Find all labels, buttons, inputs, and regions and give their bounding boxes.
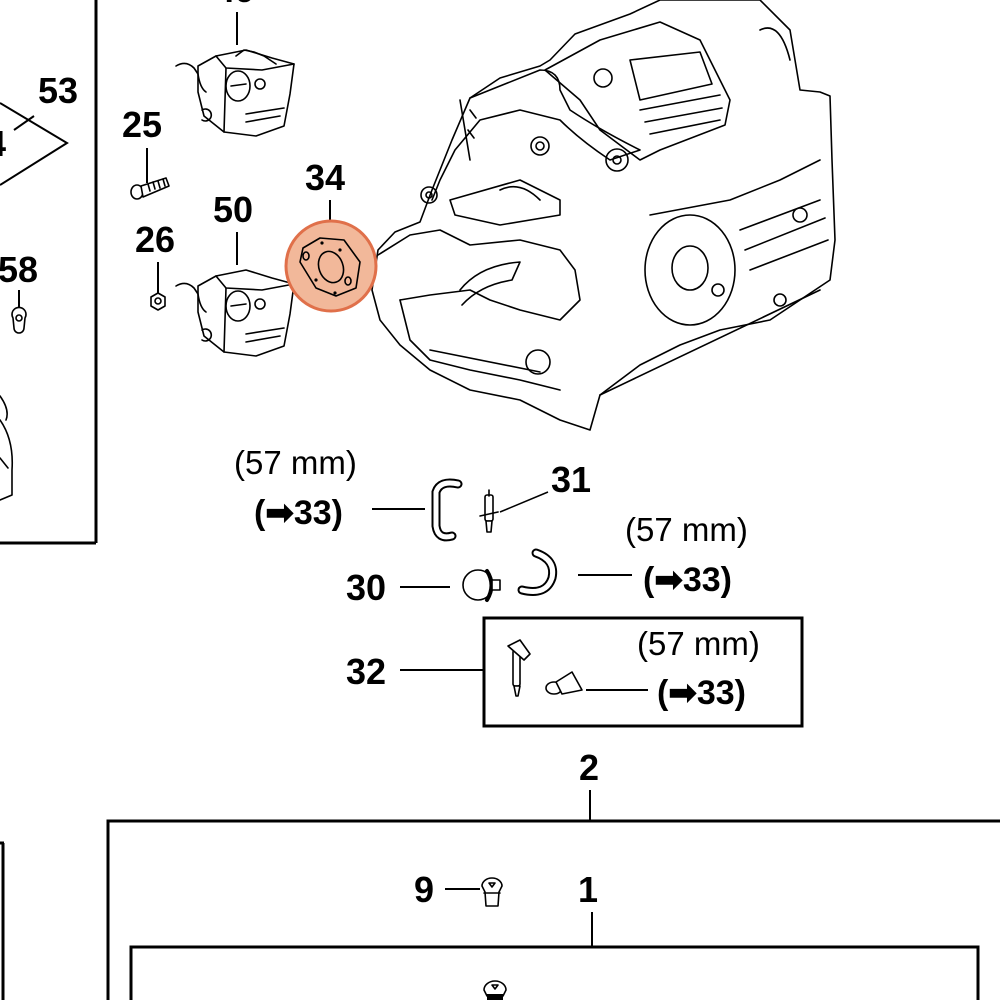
- callout-9: 9: [414, 869, 434, 910]
- callout-30: 30: [346, 567, 386, 608]
- callout-34: 34: [305, 157, 345, 198]
- paren-close: ): [735, 674, 746, 712]
- callout-54-cut: 4: [0, 123, 6, 164]
- part-32-hose-piece[interactable]: [545, 671, 583, 695]
- callout-53: 53: [38, 70, 78, 111]
- part-58-grommet[interactable]: [11, 306, 27, 334]
- paren-close: ): [721, 561, 732, 599]
- hose-ref-2[interactable]: (➡33): [643, 561, 732, 599]
- hose-length-1: (57 mm): [234, 444, 357, 481]
- arrow-right-icon: ➡: [654, 561, 683, 599]
- hose-length-3: (57 mm): [637, 625, 760, 662]
- hose-length-2: (57 mm): [625, 511, 748, 548]
- callout-25: 25: [122, 104, 162, 145]
- part-31-fitting[interactable]: [479, 489, 499, 533]
- part-34-gasket-highlighted[interactable]: [284, 219, 378, 313]
- svg-text:(➡33): (➡33): [643, 561, 732, 599]
- paren-close: ): [332, 494, 343, 532]
- left-frame: [0, 0, 98, 545]
- hose-ref-1[interactable]: (➡33): [254, 494, 343, 532]
- ref-number: 33: [697, 674, 735, 712]
- paren-open: (: [254, 494, 266, 532]
- svg-text:(➡33): (➡33): [657, 674, 746, 712]
- ref-number: 33: [294, 494, 332, 532]
- hose-ref-3[interactable]: (➡33): [657, 674, 746, 712]
- assembly-1-box: [129, 945, 980, 1000]
- callout-2: 2: [579, 747, 599, 788]
- callout-31: 31: [551, 459, 591, 500]
- svg-text:(➡33): (➡33): [254, 494, 343, 532]
- callout-49-cut: 49: [215, 0, 255, 10]
- part-49-carburetor[interactable]: [175, 49, 295, 137]
- engine-crankcase[interactable]: [371, 0, 836, 431]
- part-9-plug[interactable]: [481, 877, 503, 907]
- part-hose-c-shape[interactable]: [431, 478, 463, 542]
- assembly-2-box: [106, 819, 1000, 1000]
- callout-1: 1: [578, 869, 598, 910]
- callout-50: 50: [213, 189, 253, 230]
- highlight-circle: [284, 219, 378, 313]
- callout-58: 58: [0, 249, 38, 290]
- part-hose-j-shape[interactable]: [517, 548, 558, 596]
- arrow-right-icon: ➡: [265, 494, 294, 532]
- part-plug-inner[interactable]: [483, 980, 507, 1000]
- part-32-fitting[interactable]: [507, 639, 531, 697]
- part-26-nut[interactable]: [150, 292, 166, 311]
- part-30-fuel-filter[interactable]: [462, 569, 501, 602]
- paren-open: (: [657, 674, 669, 712]
- part-25-screw[interactable]: [130, 177, 170, 200]
- part-50-carburetor[interactable]: [175, 269, 295, 357]
- arrow-right-icon: ➡: [668, 674, 697, 712]
- callout-32: 32: [346, 651, 386, 692]
- callout-26: 26: [135, 219, 175, 260]
- kit-32-box: [482, 616, 804, 728]
- paren-open: (: [643, 561, 655, 599]
- ref-number: 33: [683, 561, 721, 599]
